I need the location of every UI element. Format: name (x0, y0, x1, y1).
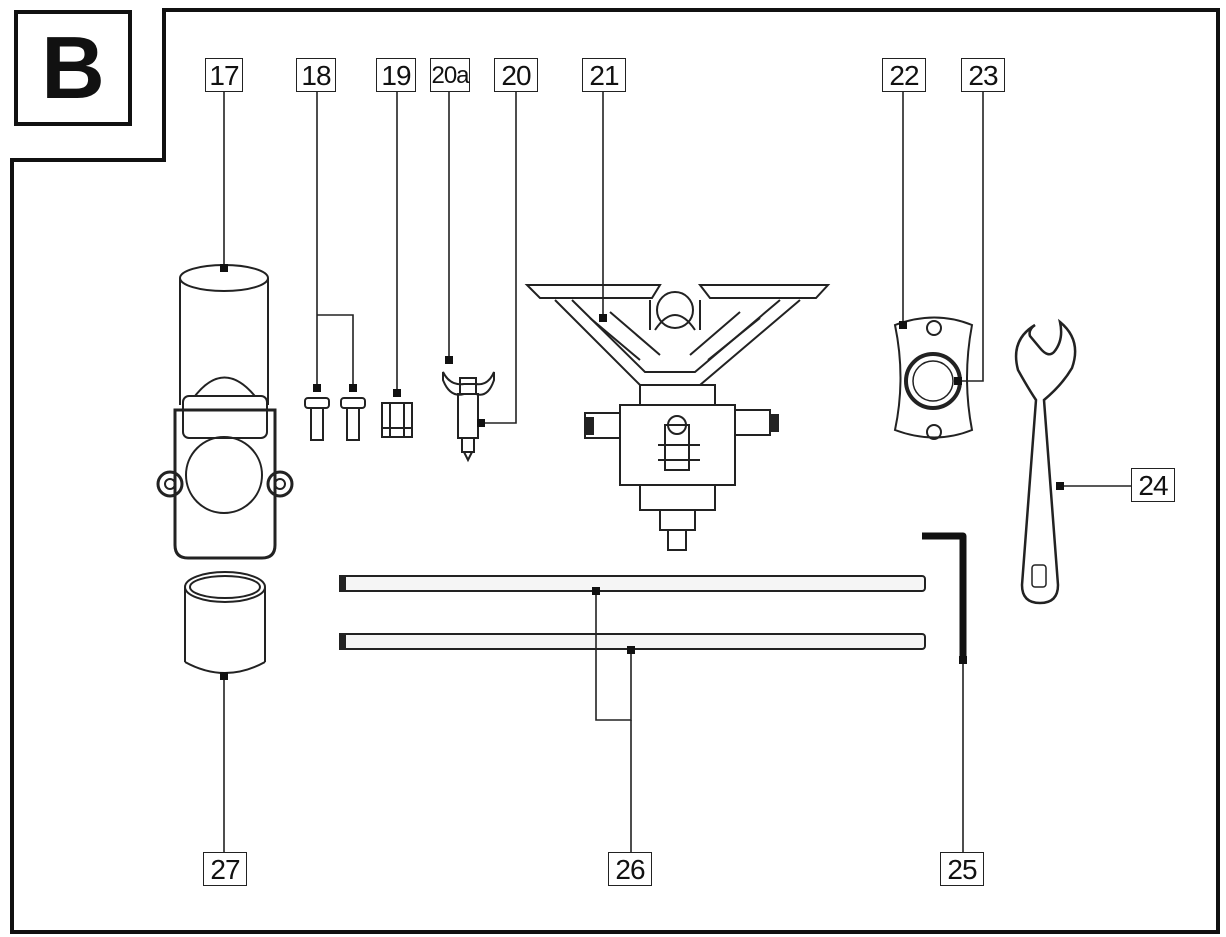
leader-markers (220, 264, 1064, 680)
part-17-filter-housing (156, 264, 294, 560)
callout-24: 24 (1131, 468, 1175, 502)
part-19-clip (381, 402, 413, 438)
callout-25: 25 (940, 852, 984, 886)
callout-22: 22 (882, 58, 926, 92)
callout-27: 27 (203, 852, 247, 886)
outer-frame (10, 8, 1220, 934)
callout-18: 18 (296, 58, 336, 92)
part-23-ring (904, 352, 962, 410)
part-21-main-assembly (524, 284, 831, 551)
part-24-wrench (1014, 318, 1077, 605)
leader-lines (223, 92, 1131, 852)
section-letter: B (14, 10, 132, 126)
part-18-pins (304, 397, 366, 441)
callout-20: 20 (494, 58, 538, 92)
part-25-hex-key (922, 532, 967, 660)
callout-17: 17 (205, 58, 243, 92)
callout-26: 26 (608, 852, 652, 886)
part-26-rods (339, 575, 926, 650)
callout-20a: 20a (430, 58, 470, 92)
part-20-wing-screw (442, 371, 495, 463)
callout-19: 19 (376, 58, 416, 92)
part-22-plate (893, 316, 974, 440)
callout-23: 23 (961, 58, 1005, 92)
part-27-sleeve (184, 571, 266, 674)
callout-21: 21 (582, 58, 626, 92)
